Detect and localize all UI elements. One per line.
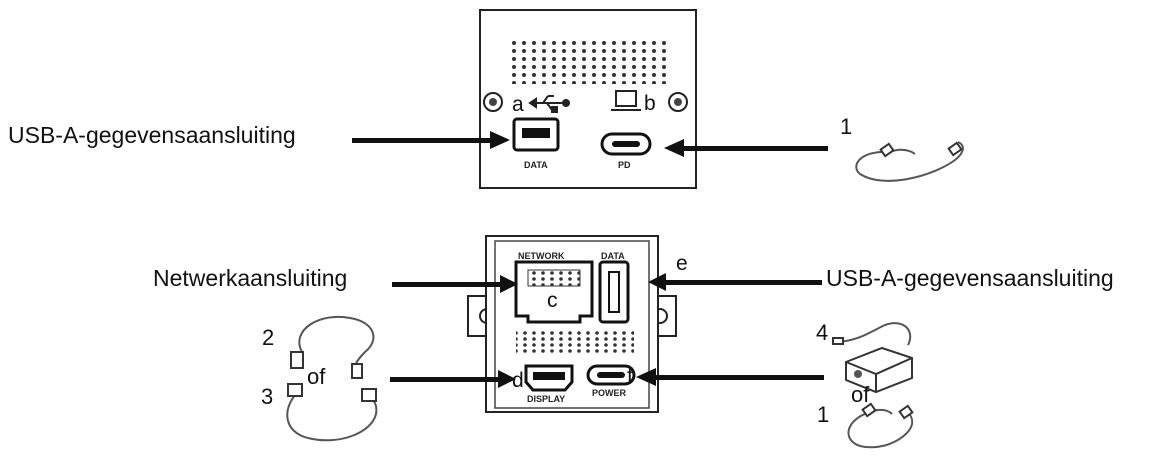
screw-right-icon (668, 92, 688, 112)
bottom-panel: NETWORK DATA DISPLAY POWER (467, 235, 677, 413)
or-label-right: of (851, 382, 870, 407)
usb-c-cable-bottom-icon (847, 402, 914, 449)
number-3: 3 (261, 384, 274, 409)
arrow-to-top-pd (664, 139, 828, 157)
bottom-usb-a-port (598, 260, 630, 324)
arrows (352, 131, 828, 388)
top-vent-grille (512, 38, 667, 84)
hdmi-cable-icon (290, 315, 375, 379)
callout-c: c (547, 289, 558, 312)
network-port (514, 260, 594, 324)
top-pd-port-text: PD (618, 160, 631, 170)
callout-e: e (676, 252, 688, 275)
top-data-port-text: DATA (524, 160, 548, 170)
arrow-to-power (636, 368, 824, 386)
laptop-icon (611, 90, 641, 111)
top-usb-a-port (512, 117, 560, 152)
callout-f: f (627, 365, 633, 388)
arrow-to-bottom-usb-a (648, 273, 822, 291)
bottom-vent-grille (516, 330, 634, 354)
screw-left-icon (483, 92, 503, 112)
display-port (524, 364, 574, 392)
arrow-to-display (390, 370, 516, 388)
power-port (586, 364, 636, 386)
top-usb-c-port (600, 132, 652, 156)
number-4: 4 (816, 320, 829, 345)
usb-a-top-label: USB-A-gegevensaansluiting (8, 122, 296, 148)
usb-c-cable-top-icon (855, 141, 964, 182)
number-1-bottom: 1 (817, 402, 830, 427)
or-label-left: of (307, 364, 326, 389)
network-label: Netwerkaansluiting (153, 265, 348, 291)
network-port-text: NETWORK (518, 251, 565, 261)
callout-d: d (512, 369, 524, 392)
video-cable-icon (286, 383, 378, 442)
number-1-top: 1 (840, 114, 853, 139)
callout-a: a (512, 93, 524, 116)
power-adapter-icon (832, 322, 913, 394)
bottom-data-port-text: DATA (601, 251, 625, 261)
power-port-text: POWER (592, 388, 627, 398)
usb-a-bottom-label: USB-A-gegevensaansluiting (826, 265, 1114, 291)
display-port-text: DISPLAY (527, 394, 565, 404)
arrow-to-top-usb-a (352, 131, 510, 149)
number-2: 2 (262, 325, 275, 350)
top-panel: DATA PD (479, 9, 697, 189)
callout-b: b (644, 92, 656, 115)
usb-symbol-icon (528, 95, 570, 113)
arrow-to-network (392, 275, 518, 293)
